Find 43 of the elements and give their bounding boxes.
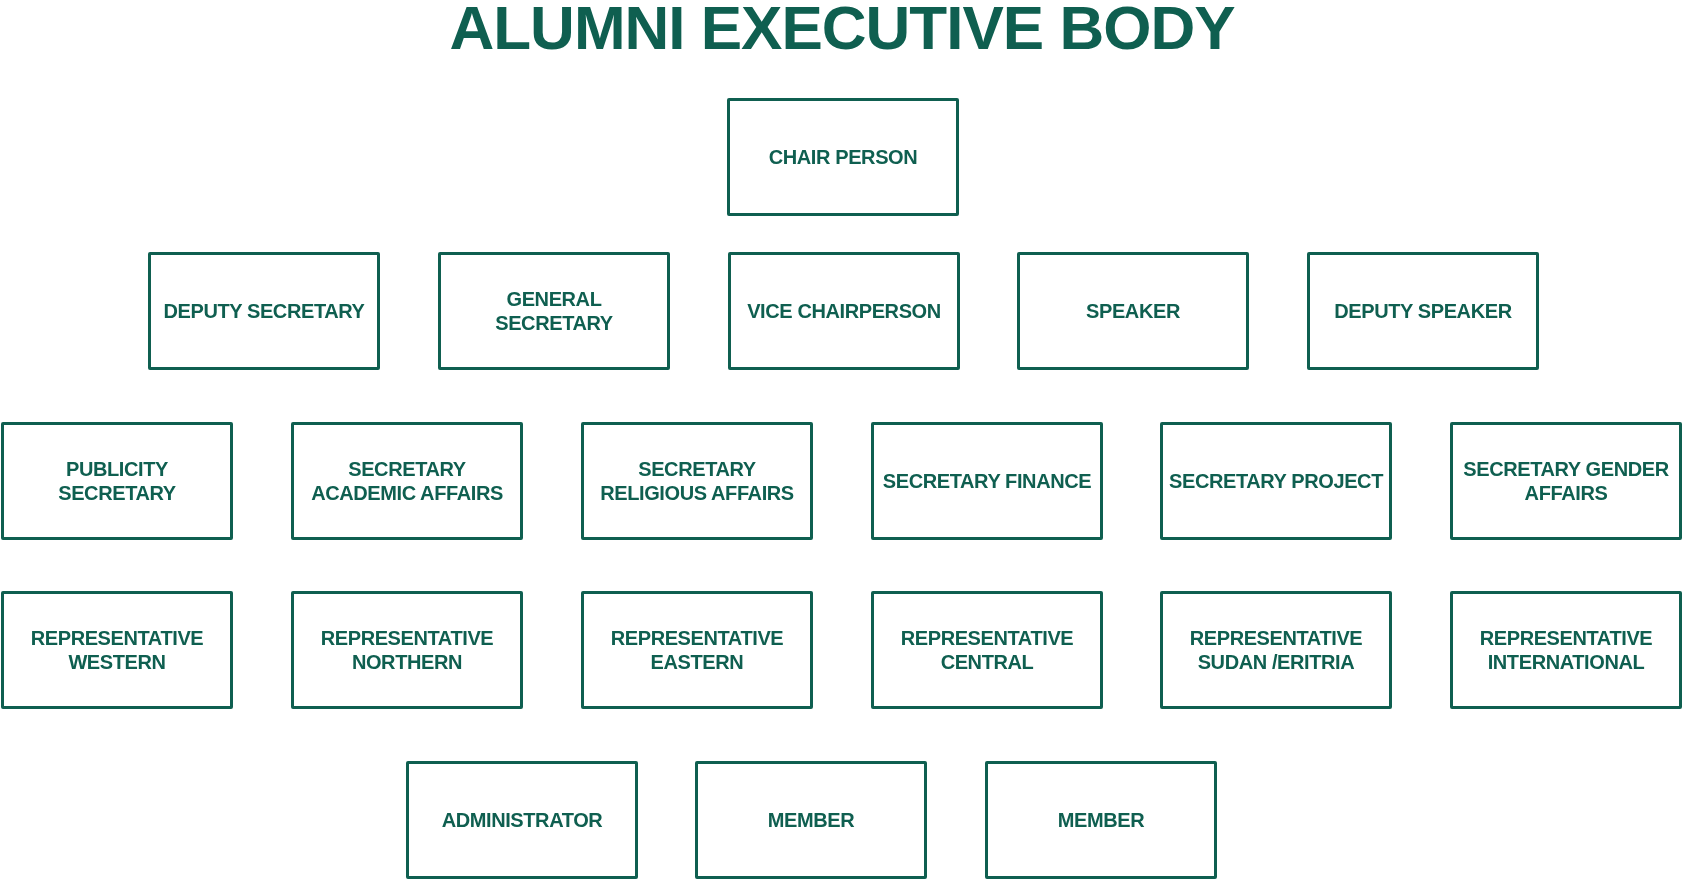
role-label: REPRESENTATIVE EASTERN (609, 626, 785, 674)
role-box (291, 591, 523, 709)
role-box (1307, 252, 1539, 370)
role-box (1450, 422, 1682, 540)
role-label: DEPUTY SECRETARY (162, 299, 366, 323)
role-label: SECRETARY RELIGIOUS AFFAIRS (599, 457, 795, 505)
role-box (406, 761, 638, 879)
role-box (695, 761, 927, 879)
role-box (728, 252, 960, 370)
role-box (985, 761, 1217, 879)
role-label: REPRESENTATIVE INTERNATIONAL (1478, 626, 1654, 674)
role-label: REPRESENTATIVE SUDAN /ERITRIA (1188, 626, 1364, 674)
role-box (1450, 591, 1682, 709)
role-box (148, 252, 380, 370)
role-label: CHAIR PERSON (767, 145, 919, 169)
role-label: REPRESENTATIVE WESTERN (29, 626, 205, 674)
role-box (581, 591, 813, 709)
role-box (871, 591, 1103, 709)
role-label: DEPUTY SPEAKER (1333, 299, 1513, 323)
role-label: MEMBER (766, 808, 856, 832)
chart-title: ALUMNI EXECUTIVE BODY (448, 0, 1236, 60)
role-label: REPRESENTATIVE NORTHERN (319, 626, 495, 674)
role-box (1, 422, 233, 540)
role-label: SECRETARY ACADEMIC AFFAIRS (310, 457, 504, 505)
role-label: PUBLICITY SECRETARY (57, 457, 177, 505)
role-box (871, 422, 1103, 540)
role-label: SECRETARY GENDER AFFAIRS (1462, 457, 1670, 505)
role-box (438, 252, 670, 370)
role-label: REPRESENTATIVE CENTRAL (899, 626, 1075, 674)
role-label: SECRETARY FINANCE (881, 469, 1093, 493)
role-box (1160, 422, 1392, 540)
role-box (727, 98, 959, 216)
role-label: SECRETARY PROJECT (1168, 469, 1385, 493)
role-label: ADMINISTRATOR (440, 808, 604, 832)
role-label: MEMBER (1056, 808, 1146, 832)
role-label: SPEAKER (1085, 299, 1181, 323)
role-box (1, 591, 233, 709)
role-label: VICE CHAIRPERSON (746, 299, 942, 323)
role-box (291, 422, 523, 540)
role-box (1160, 591, 1392, 709)
role-box (581, 422, 813, 540)
role-box (1017, 252, 1249, 370)
role-label: GENERAL SECRETARY (494, 287, 614, 335)
